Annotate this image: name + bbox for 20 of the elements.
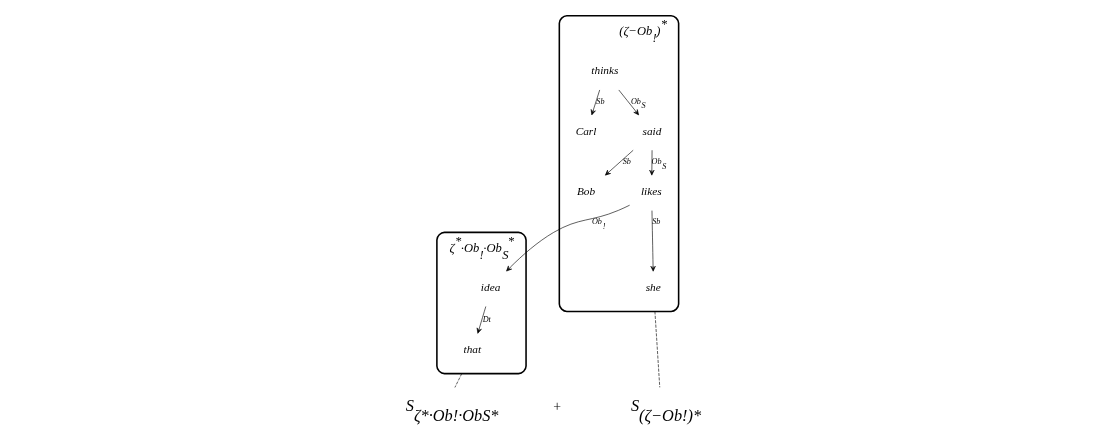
node-text: thinks: [590, 64, 618, 77]
arrow: [476, 306, 486, 334]
node-text: said: [642, 124, 661, 137]
node-text: Carl: [575, 124, 596, 137]
arrow: [590, 89, 600, 116]
connector: [454, 373, 462, 388]
node-text: likes: [640, 184, 662, 197]
node-text: Bob: [576, 184, 595, 197]
arrow: [650, 210, 656, 272]
cluster: [435, 231, 527, 375]
cluster: [558, 14, 679, 313]
arrow: [505, 204, 630, 272]
arrow: [617, 89, 639, 116]
node-text: she: [645, 281, 661, 294]
node-text: idea: [480, 281, 500, 294]
connector: [654, 311, 660, 388]
node-text: that: [463, 343, 481, 356]
arrow: [648, 149, 654, 176]
arrow: [604, 149, 633, 176]
label: +: [552, 399, 561, 415]
